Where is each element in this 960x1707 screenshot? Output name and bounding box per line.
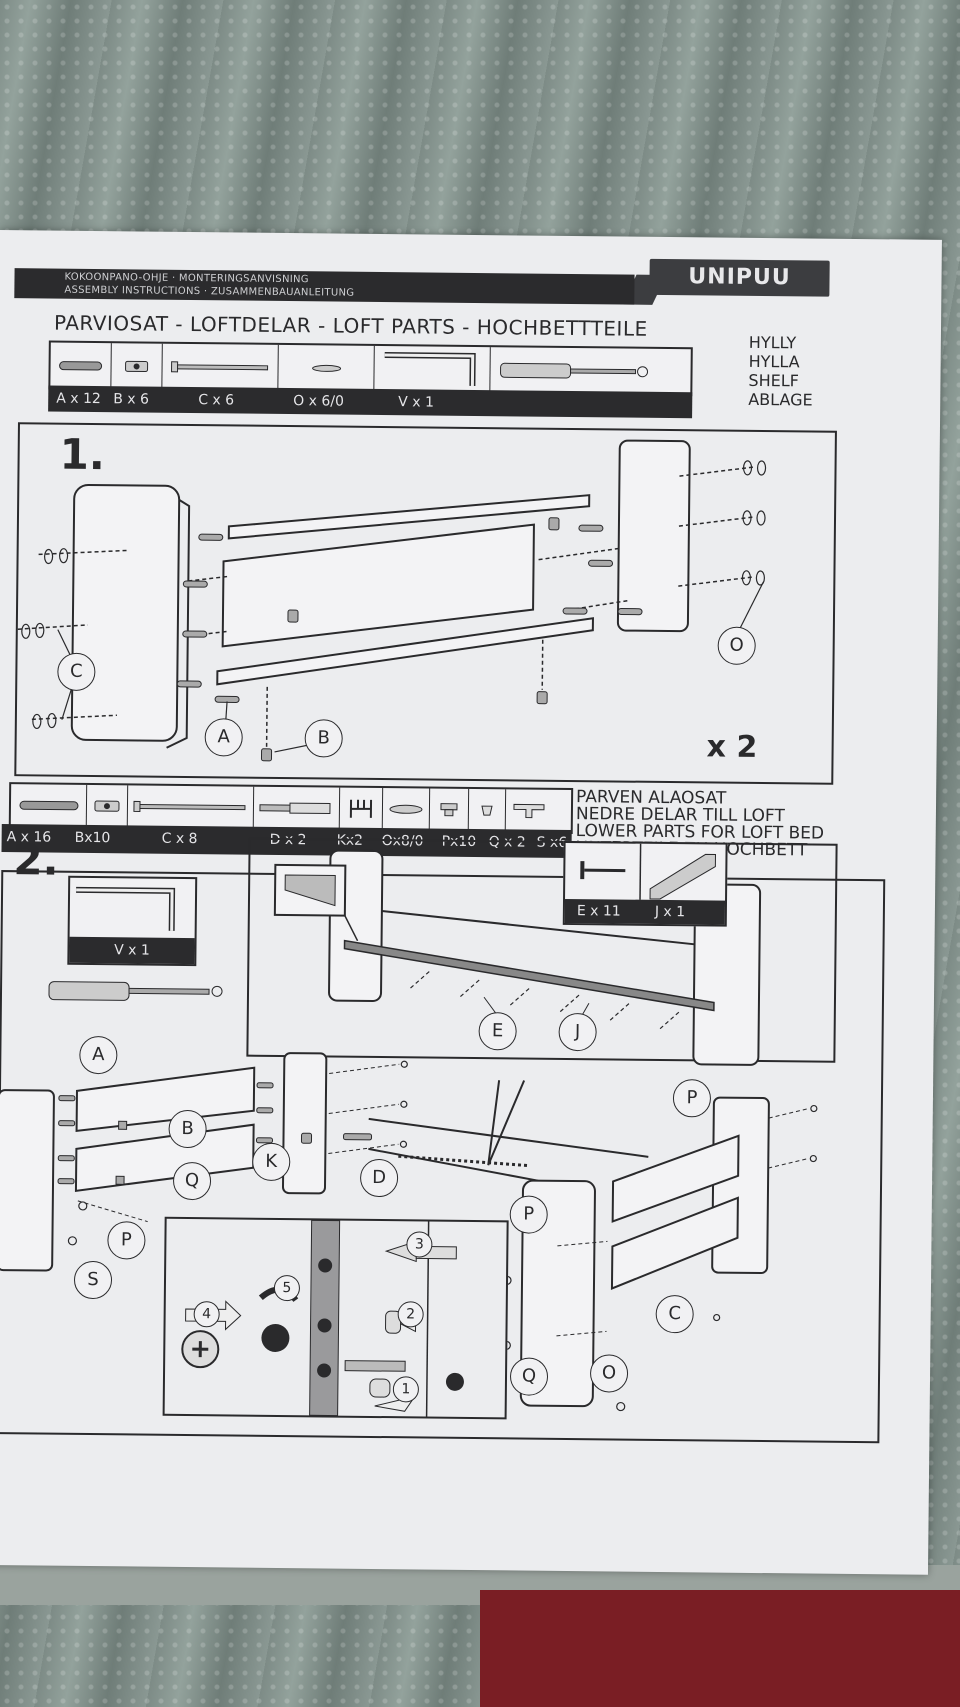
header-bar: KOKOONPANO-OHJE · MONTERINGSANVISNING AS… (14, 268, 635, 305)
callout-e: E (478, 1012, 517, 1051)
lower-parts-strip (8, 782, 574, 835)
legend-part-c: C x 6 (198, 392, 235, 409)
step-1-frame: 1. (14, 422, 837, 785)
cam-lock-inset: 3 4 5 2 1 (162, 1216, 509, 1420)
step-2-number: 2. (13, 835, 59, 885)
legend-part-b: B x 6 (113, 391, 150, 408)
allen-key-icon (374, 345, 491, 393)
parts-legend-bar: A x 12 B x 6 C x 6 O x 6/0 V x 1 (48, 385, 693, 419)
callout-p: P (107, 1221, 146, 1260)
shelf-label-fi: HYLLY (748, 332, 797, 353)
legend2-part-c: C x 8 (161, 830, 198, 848)
callout-s: S (73, 1260, 113, 1300)
nail-label: E x 11 (576, 903, 621, 920)
red-fabric (480, 1590, 960, 1707)
step-marker-4: 4 (193, 1301, 220, 1328)
legend2-part-b: Bx10 (74, 829, 111, 847)
allen-key-box: V x 1 (67, 875, 198, 967)
callout-q-right: Q (509, 1357, 549, 1396)
nail-inset-diagram (273, 849, 762, 1066)
bolt-icon (127, 785, 255, 829)
nail-rail-box: E x 11 J x 1 (562, 840, 728, 927)
callout-o: O (589, 1354, 629, 1393)
parts-strip (48, 340, 693, 397)
legend-part-a: A x 12 (56, 390, 101, 408)
allen-key-icon (76, 886, 176, 931)
bracket-icon (339, 787, 384, 831)
instruction-sheet: KOKOONPANO-OHJE · MONTERINGSANVISNING AS… (0, 230, 942, 1575)
callout-c: C (655, 1294, 694, 1334)
callout-p-right: P (672, 1079, 712, 1118)
callout-q: Q (172, 1161, 212, 1201)
nail-rail-labels: E x 11 J x 1 (564, 898, 726, 925)
shelf-label-sv: HYLLA (748, 351, 800, 372)
callout-b: B (168, 1109, 207, 1149)
callout-a: A (79, 1035, 118, 1075)
step-marker-3: 3 (406, 1231, 433, 1258)
cam-nut-icon (86, 784, 129, 828)
cam-nut-icon (111, 343, 163, 389)
rail-label: J x 1 (654, 903, 686, 921)
bolt-icon (162, 343, 279, 390)
shelf-labels: HYLLY HYLLA SHELF ABLAGE (748, 333, 813, 410)
barrel-bolt-icon (253, 786, 341, 830)
callout-o: O (717, 626, 756, 665)
shelf-label-en: SHELF (748, 370, 799, 391)
callout-d: D (359, 1158, 399, 1198)
callout-a: A (204, 718, 243, 757)
callout-p-front: P (509, 1195, 548, 1234)
parts-title: PARVIOSAT - LOFTDELAR - LOFT PARTS - HOC… (53, 310, 648, 341)
allen-key-label: V x 1 (69, 936, 195, 965)
shelf-label-de: ABLAGE (748, 389, 813, 410)
cap-icon (429, 788, 470, 831)
step-1-multiplier: x 2 (706, 729, 758, 765)
cam-lock-diagram (181, 1219, 464, 1417)
step-1-diagram (17, 439, 767, 762)
connector-icon (506, 789, 552, 831)
nail-rail-icons (580, 843, 717, 900)
screwdriver-icon (48, 981, 223, 1001)
legend-part-o: O x 6/0 (293, 393, 345, 410)
step-marker-2: 2 (397, 1301, 424, 1328)
callout-k: K (252, 1142, 291, 1182)
cup-icon (468, 788, 507, 832)
callout-c: C (57, 652, 96, 692)
washer-icon (278, 344, 375, 391)
legend-part-v: V x 1 (398, 394, 434, 411)
dowel-icon (50, 342, 112, 389)
screwdriver-icon (490, 347, 655, 394)
callout-b: B (304, 719, 343, 758)
brand-logo: UNIPUU (649, 258, 830, 297)
nail-inset: E J (246, 837, 838, 1066)
washer-icon (382, 788, 431, 831)
step-marker-5: 5 (273, 1274, 301, 1302)
step-marker-1: 1 (392, 1376, 420, 1403)
dowel-icon (10, 784, 88, 827)
step-2-diagram (0, 1052, 818, 1412)
callout-j: J (558, 1012, 597, 1052)
